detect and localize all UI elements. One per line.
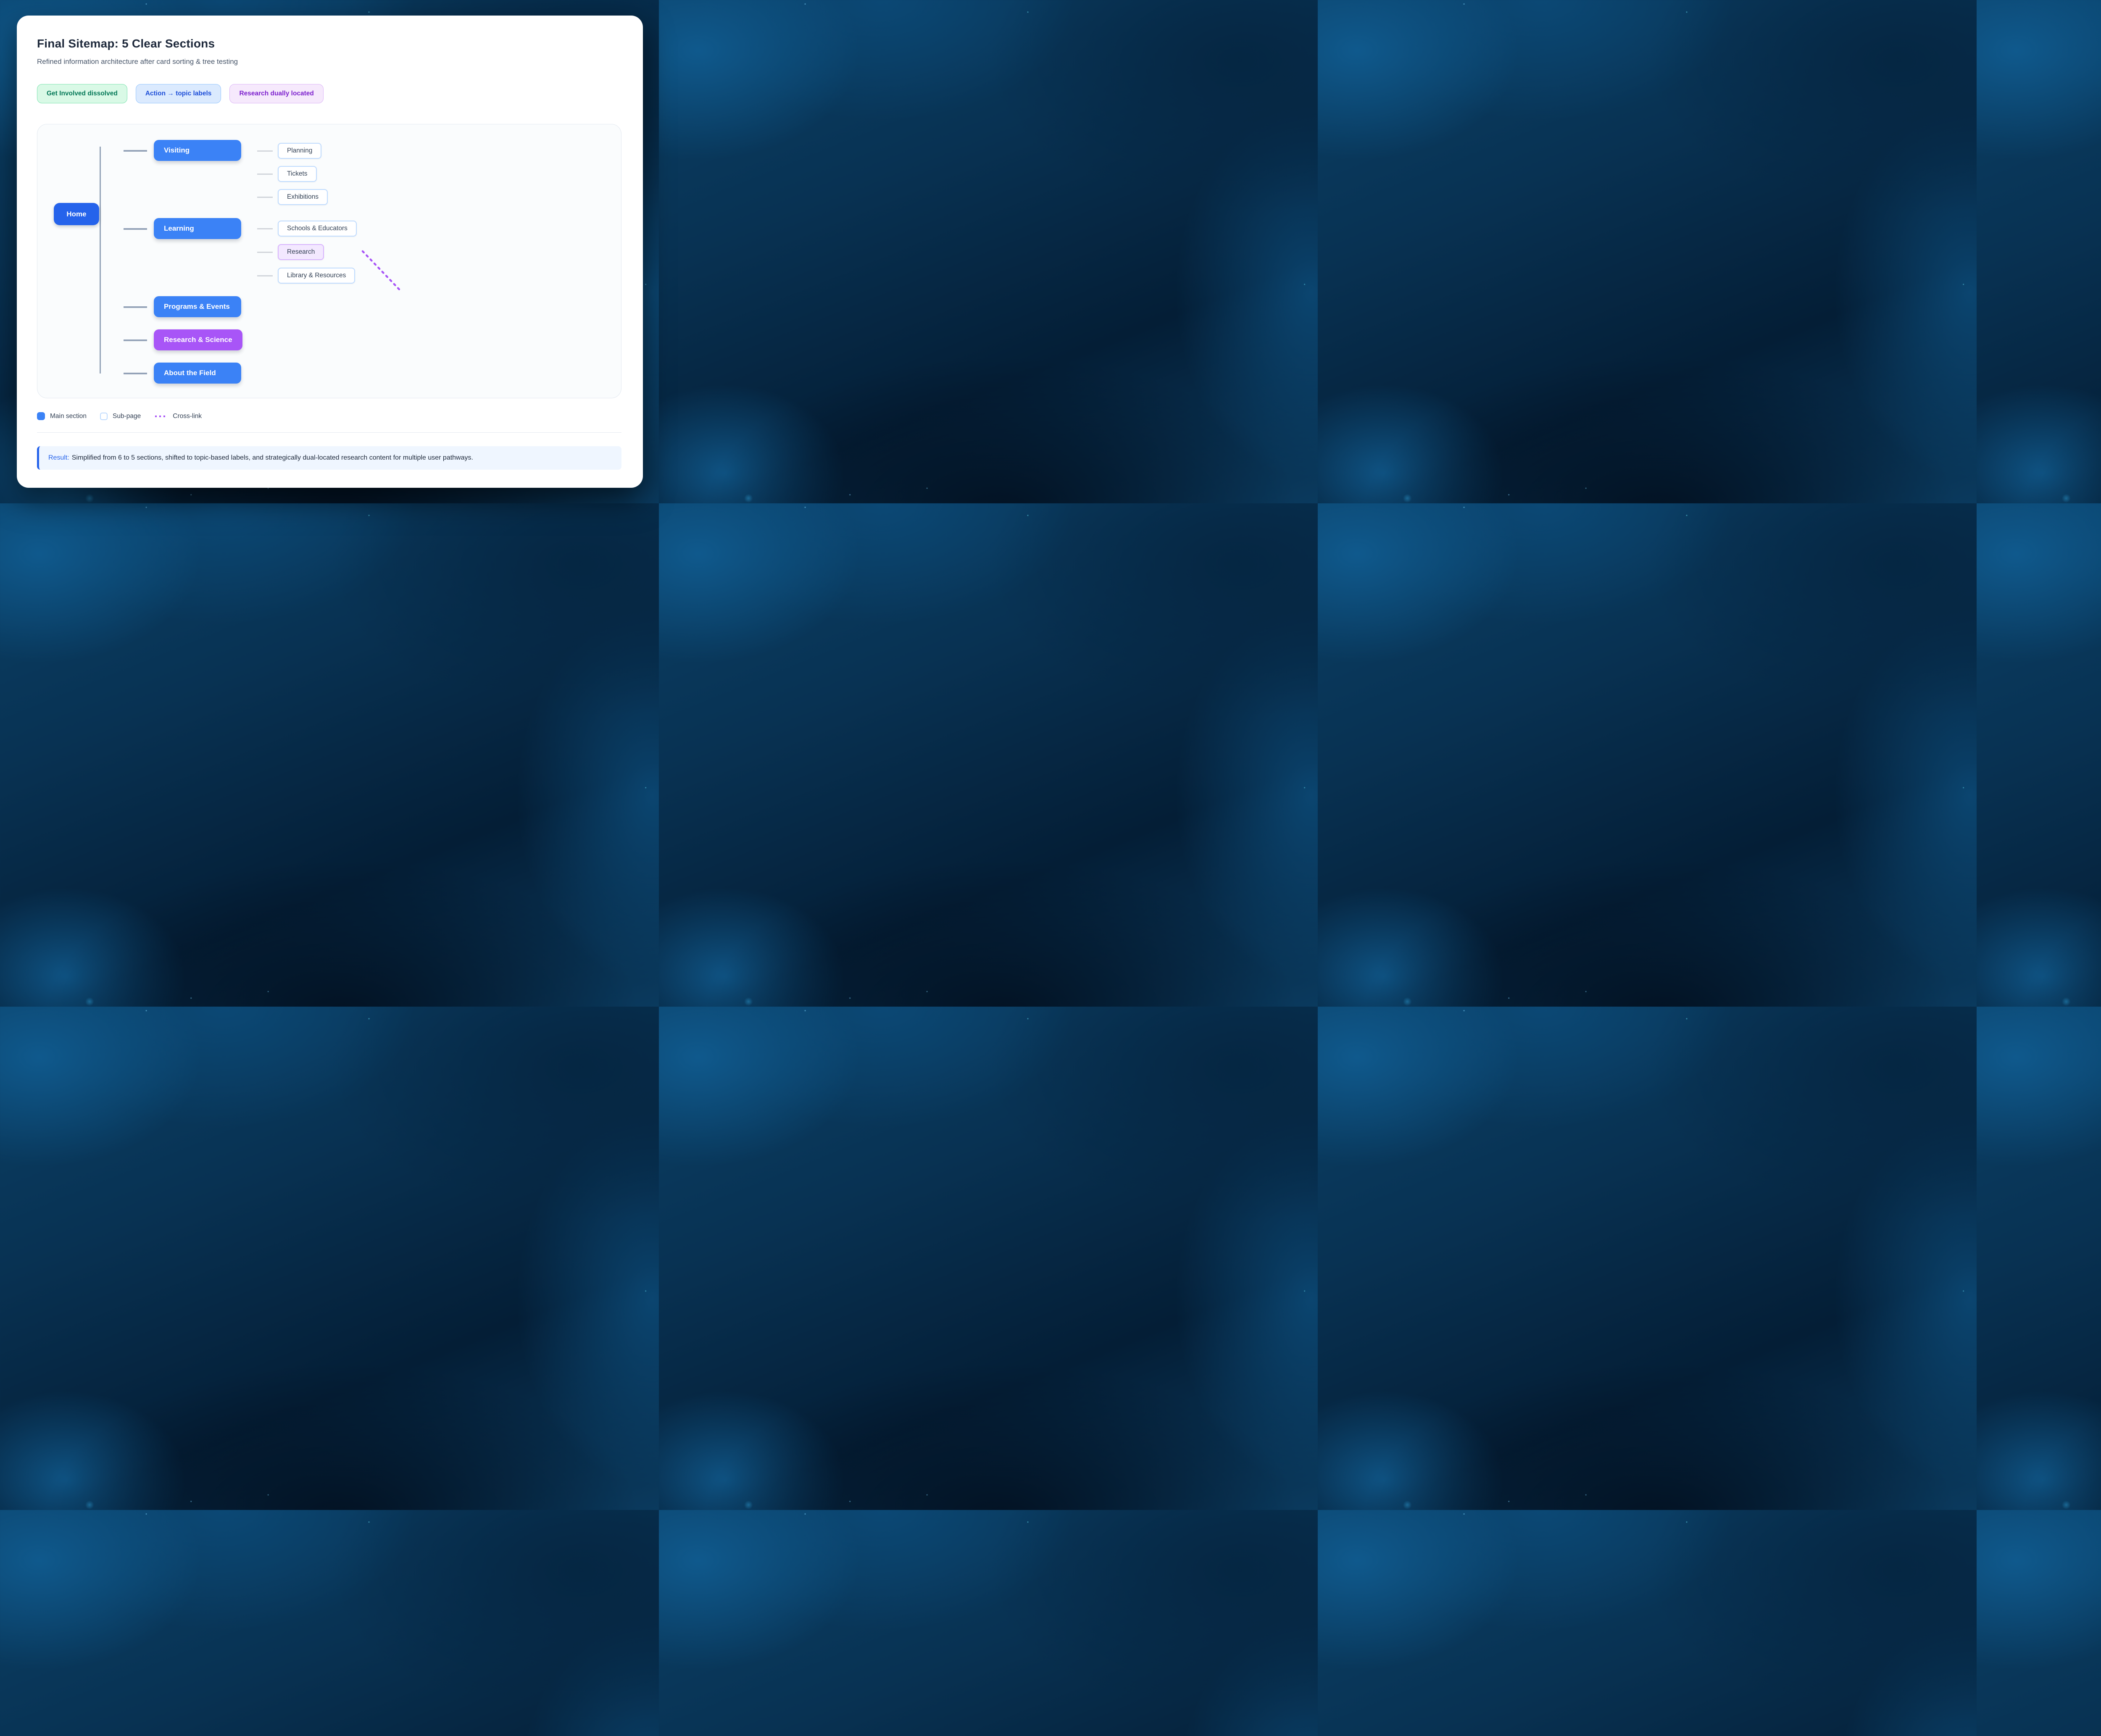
summary-badges: Get Involved dissolved Action → topic la… <box>37 84 623 103</box>
connector-home-research-science <box>124 339 147 341</box>
node-about-the-field: About the Field <box>154 363 241 384</box>
page-title: Final Sitemap: 5 Clear Sections <box>37 37 215 50</box>
badge-action-topic-labels: Action → topic labels <box>135 84 221 103</box>
connector-home-learning <box>124 228 147 230</box>
node-programs-events: Programs & Events <box>154 296 241 317</box>
legend-label: Main section <box>50 412 87 420</box>
node-library-resources: Library & Resources <box>278 268 355 284</box>
connector-visiting-planning <box>257 150 273 152</box>
node-planning: Planning <box>278 143 322 159</box>
badge-research-dually-located: Research dually located <box>229 84 324 103</box>
node-schools-educators: Schools & Educators <box>278 221 357 237</box>
sub-page-swatch-icon <box>100 412 108 420</box>
node-exhibitions: Exhibitions <box>278 189 328 205</box>
node-home: Home <box>54 203 99 225</box>
sitemap-diagram: Home Visiting Learning Programs & Events… <box>37 124 621 398</box>
connector-home-visiting <box>124 150 147 152</box>
node-tickets: Tickets <box>278 166 317 182</box>
connector-learning-schools <box>257 228 273 229</box>
result-label: Result: <box>48 454 69 461</box>
node-research-subpage: Research <box>278 244 324 260</box>
divider <box>37 432 621 433</box>
page-background: { "header": { "title": "Final Sitemap: 5… <box>0 0 659 503</box>
legend-label: Sub-page <box>113 412 141 420</box>
result-callout: Result:Simplified from 6 to 5 sections, … <box>37 446 621 470</box>
connector-visiting-tickets <box>257 173 273 175</box>
node-visiting: Visiting <box>154 140 241 161</box>
result-text: Simplified from 6 to 5 sections, shifted… <box>71 454 473 461</box>
legend-item-main-section: Main section <box>37 412 87 420</box>
connector-home-about <box>124 373 147 374</box>
connector-home-programs <box>124 306 147 308</box>
legend-item-cross-link: Cross-link <box>154 413 202 420</box>
page-subtitle: Refined information architecture after c… <box>37 58 238 66</box>
content-card: Final Sitemap: 5 Clear Sections Refined … <box>17 16 643 488</box>
main-section-swatch-icon <box>37 412 45 420</box>
cross-link-swatch-icon <box>155 415 167 417</box>
connector-learning-library <box>257 275 273 276</box>
legend-label: Cross-link <box>173 412 202 420</box>
legend: Main section Sub-page Cross-link <box>37 412 623 420</box>
node-research-science: Research & Science <box>154 329 242 350</box>
cross-link-line <box>361 250 403 293</box>
tree-trunk-line <box>100 147 101 374</box>
connector-visiting-exhibitions <box>257 196 273 198</box>
legend-item-sub-page: Sub-page <box>100 412 141 420</box>
connector-learning-research <box>257 251 273 253</box>
badge-get-involved-dissolved: Get Involved dissolved <box>37 84 127 103</box>
node-learning: Learning <box>154 218 241 239</box>
